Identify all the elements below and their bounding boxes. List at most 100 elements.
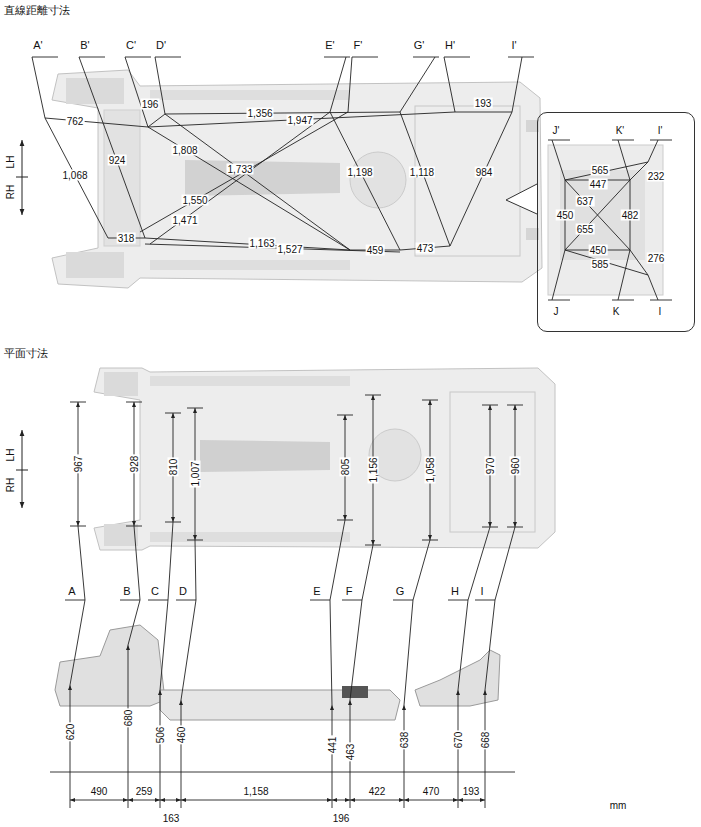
dimension-value: 805	[340, 458, 351, 477]
underbody-top-view	[185, 160, 340, 196]
leader-line	[565, 162, 648, 275]
dimension-value: 1,527	[276, 244, 303, 255]
direction-label: LH	[5, 448, 16, 463]
dimension-value: 1,118	[409, 167, 435, 178]
dimension-line	[50, 395, 523, 808]
dimension-value: 1,068	[61, 170, 88, 181]
dimension-value: 463	[345, 743, 356, 762]
dimension-value: 1,163	[248, 238, 275, 249]
dimension-value: 1,550	[181, 195, 208, 206]
point-letter: B'	[79, 39, 90, 51]
point-letter: F	[345, 585, 354, 597]
dimension-value: 447	[589, 179, 608, 190]
underbody-plan-view	[104, 524, 138, 546]
point-letter: H'	[444, 39, 456, 51]
underbody-top-view	[350, 152, 406, 208]
dimension-line	[160, 800, 181, 801]
point-letter: I	[658, 306, 663, 317]
dimension-value: 163	[162, 813, 181, 824]
direction-arrow	[16, 140, 28, 508]
point-letter: A'	[32, 39, 43, 51]
point-letter: I	[479, 585, 484, 597]
leader-line	[32, 57, 534, 58]
section-heading: 平面寸法	[3, 347, 49, 359]
dimension-value: 762	[66, 116, 85, 127]
dimension-line	[404, 800, 458, 801]
dimension-line	[332, 800, 350, 801]
underbody-top-view	[52, 70, 542, 288]
dimension-value: 1,947	[286, 115, 313, 126]
point-letter: J	[553, 306, 560, 317]
underbody-top-view	[52, 70, 542, 288]
point-letter: G'	[413, 39, 426, 51]
point-letter: I'	[657, 125, 664, 136]
underbody-plan-view	[94, 368, 555, 550]
dimension-value: 259	[135, 786, 154, 797]
underbody-top-view	[150, 90, 350, 100]
direction-label: RH	[5, 184, 16, 200]
dimension-value: 1,158	[242, 786, 269, 797]
dimension-value: 924	[108, 155, 127, 166]
dimension-value: 960	[510, 457, 521, 476]
dimension-value: 196	[141, 99, 160, 110]
dimension-value: 441	[327, 736, 338, 755]
dimension-line	[350, 800, 404, 801]
direction-label: RH	[5, 477, 16, 493]
dimension-value: 810	[168, 458, 179, 477]
dimension-value: 1,471	[171, 215, 198, 226]
dimension-value: 1,733	[226, 164, 253, 175]
dimension-value: 1,058	[425, 456, 436, 483]
leader-line	[32, 57, 672, 300]
underbody-plan-view	[150, 532, 350, 542]
dimension-value: 1,007	[190, 460, 201, 487]
leader-line	[548, 140, 672, 300]
underbody-inset-view	[548, 145, 663, 295]
dimension-value: 482	[621, 210, 640, 221]
dimension-value: 473	[416, 243, 435, 254]
leader-line	[45, 112, 512, 238]
dimension-value: 450	[556, 210, 575, 221]
direction-label: LH	[5, 155, 16, 170]
point-letter: E'	[324, 39, 335, 51]
direction-arrow	[16, 177, 28, 178]
dimension-value: 196	[332, 813, 351, 824]
underbody-plan-view	[450, 392, 535, 532]
point-letter: D	[178, 585, 188, 597]
leader-line	[330, 112, 512, 250]
underbody-side-view	[55, 625, 165, 706]
dimension-value: 232	[647, 171, 666, 182]
point-letter: H	[450, 585, 460, 597]
dimension-value: 984	[475, 167, 494, 178]
underbody-side-view	[415, 650, 500, 706]
dimension-value: 276	[647, 253, 666, 264]
underbody-top-view	[150, 260, 350, 270]
underbody-inset-view	[506, 145, 663, 295]
underbody-plan-view	[104, 372, 138, 396]
dimension-value: 193	[462, 786, 481, 797]
point-letter: K	[612, 306, 621, 317]
dimension-value: 318	[117, 233, 136, 244]
point-letter: G	[395, 585, 406, 597]
unit-label: mm	[609, 800, 628, 811]
dimension-value: 637	[576, 196, 595, 207]
dimension-value: 490	[90, 786, 109, 797]
underbody-plan-view	[200, 440, 330, 472]
point-letter: D'	[155, 39, 167, 51]
point-letter: C	[150, 585, 160, 597]
leader-line	[140, 112, 350, 250]
dimension-value: 970	[485, 457, 496, 476]
dimension-line	[70, 772, 485, 808]
underbody-plan-view	[94, 368, 555, 550]
dimension-value: 1,156	[368, 456, 379, 483]
dimension-line	[50, 772, 515, 773]
underbody-top-view	[66, 252, 124, 278]
dimension-line	[70, 395, 523, 545]
dimension-line	[128, 800, 160, 801]
section-heading: 直線距離寸法	[3, 4, 71, 16]
dimension-value: 1,198	[346, 167, 373, 178]
point-letter: B	[122, 585, 131, 597]
dimension-value: 1,356	[246, 108, 273, 119]
leader-line	[552, 140, 658, 300]
